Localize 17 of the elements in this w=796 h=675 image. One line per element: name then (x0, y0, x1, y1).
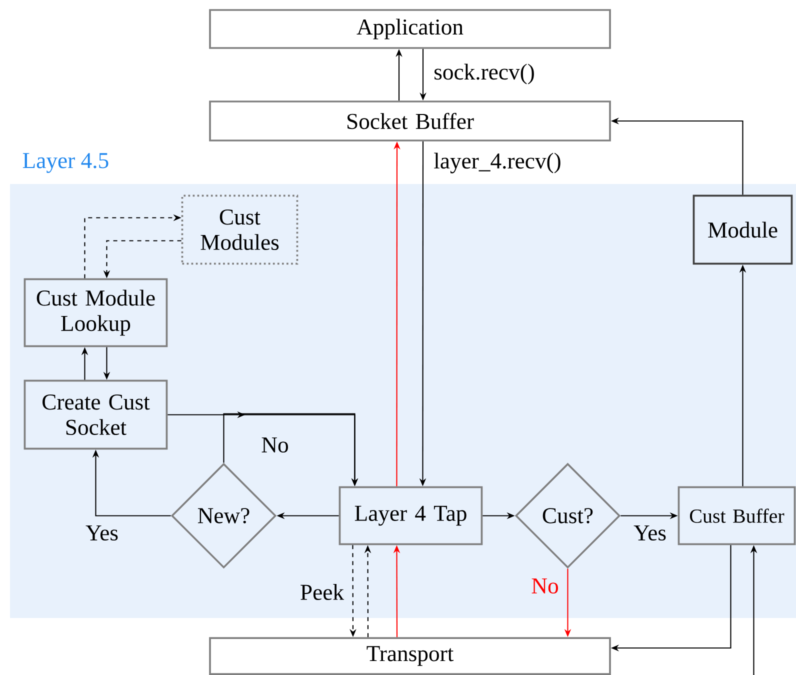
process-box: Cust Module Lookup (24, 278, 168, 348)
edge-label: No (262, 437, 288, 453)
edge-label: Peek (300, 584, 344, 600)
process-box: Application (209, 9, 611, 49)
edge-label: No (532, 578, 558, 594)
process-box: Socket Buffer (209, 100, 611, 142)
process-box: Transport (209, 637, 611, 675)
node-label: Layer 4.5 (22, 153, 108, 173)
process-box: Cust Buffer (678, 486, 796, 546)
edge-label: Yes (634, 525, 666, 541)
process-box: Cust Modules (181, 194, 298, 265)
edge-label: Yes (86, 525, 118, 541)
process-box: Create Cust Socket (24, 380, 168, 450)
process-box: Layer 4 Tap (338, 486, 483, 546)
process-box: Module (692, 194, 793, 265)
edge-label: layer_4.recv() (434, 152, 560, 174)
edge-label: sock.recv() (434, 64, 534, 84)
